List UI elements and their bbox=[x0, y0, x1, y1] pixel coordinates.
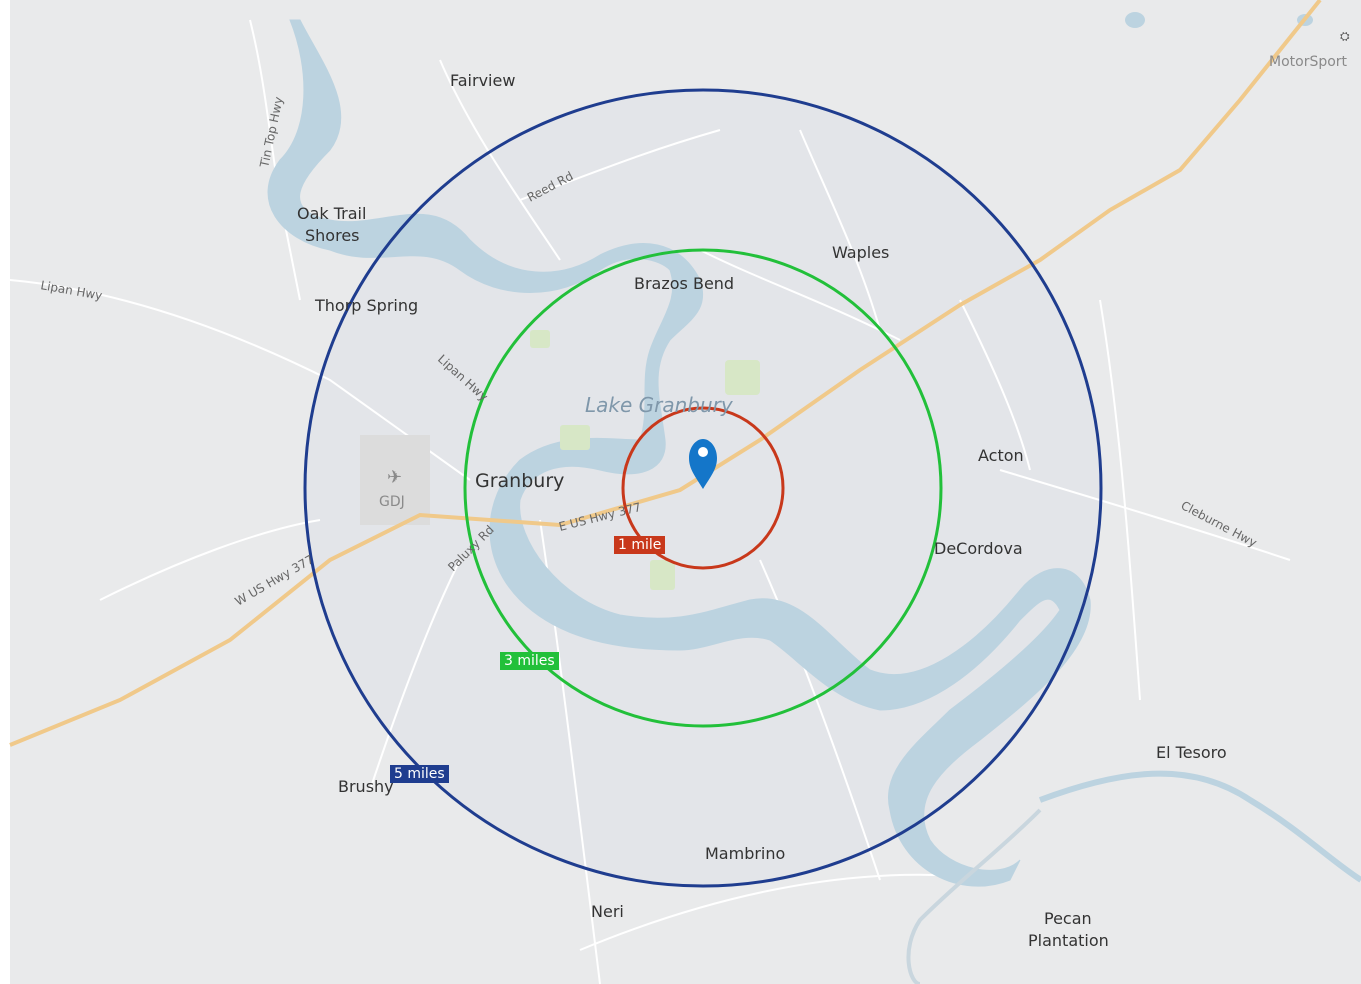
place-label: Oak Trail bbox=[297, 204, 366, 223]
place-label: Mambrino bbox=[705, 844, 785, 863]
left-edge bbox=[0, 0, 10, 984]
parks bbox=[530, 330, 760, 590]
creek bbox=[906, 808, 1042, 984]
ring-label-3-miles: 3 miles bbox=[500, 652, 559, 670]
pond bbox=[1125, 12, 1145, 28]
place-label: El Tesoro bbox=[1156, 743, 1227, 762]
place-label: Thorp Spring bbox=[314, 296, 418, 315]
water-label: Lake Granbury bbox=[585, 393, 734, 417]
lake-granbury bbox=[267, 19, 1091, 887]
radius-ring-1-mile bbox=[621, 406, 785, 570]
place-label: DeCordova bbox=[934, 539, 1023, 558]
ring-label-1-mile: 1 mile bbox=[614, 536, 666, 554]
radius-ring-5-miles bbox=[303, 88, 1103, 888]
airport-area bbox=[360, 435, 430, 525]
radius-ring-3-miles bbox=[463, 248, 943, 728]
place-label: Fairview bbox=[450, 71, 515, 90]
motorsport-icon: ⛭ bbox=[1340, 29, 1350, 43]
place-label: Pecan bbox=[1044, 909, 1092, 928]
place-label: Brazos Bend bbox=[634, 274, 734, 293]
place-label: Plantation bbox=[1028, 931, 1109, 950]
place-label: Acton bbox=[978, 446, 1024, 465]
place-label: Neri bbox=[591, 902, 624, 921]
place-label: Shores bbox=[305, 226, 360, 245]
highway-us377 bbox=[9, 0, 1322, 747]
poi-label: MotorSport bbox=[1269, 54, 1348, 70]
brazos-river bbox=[1038, 770, 1361, 883]
airplane-icon: ✈ bbox=[387, 467, 402, 488]
ring-label-5-miles: 5 miles bbox=[390, 765, 449, 783]
place-label-city: Granbury bbox=[475, 470, 564, 492]
minor-roads bbox=[9, 19, 1291, 984]
airport-code: GDJ bbox=[379, 494, 405, 510]
place-label: Waples bbox=[832, 243, 889, 262]
place-label: Brushy bbox=[338, 777, 394, 796]
location-pin-icon[interactable] bbox=[689, 439, 717, 489]
